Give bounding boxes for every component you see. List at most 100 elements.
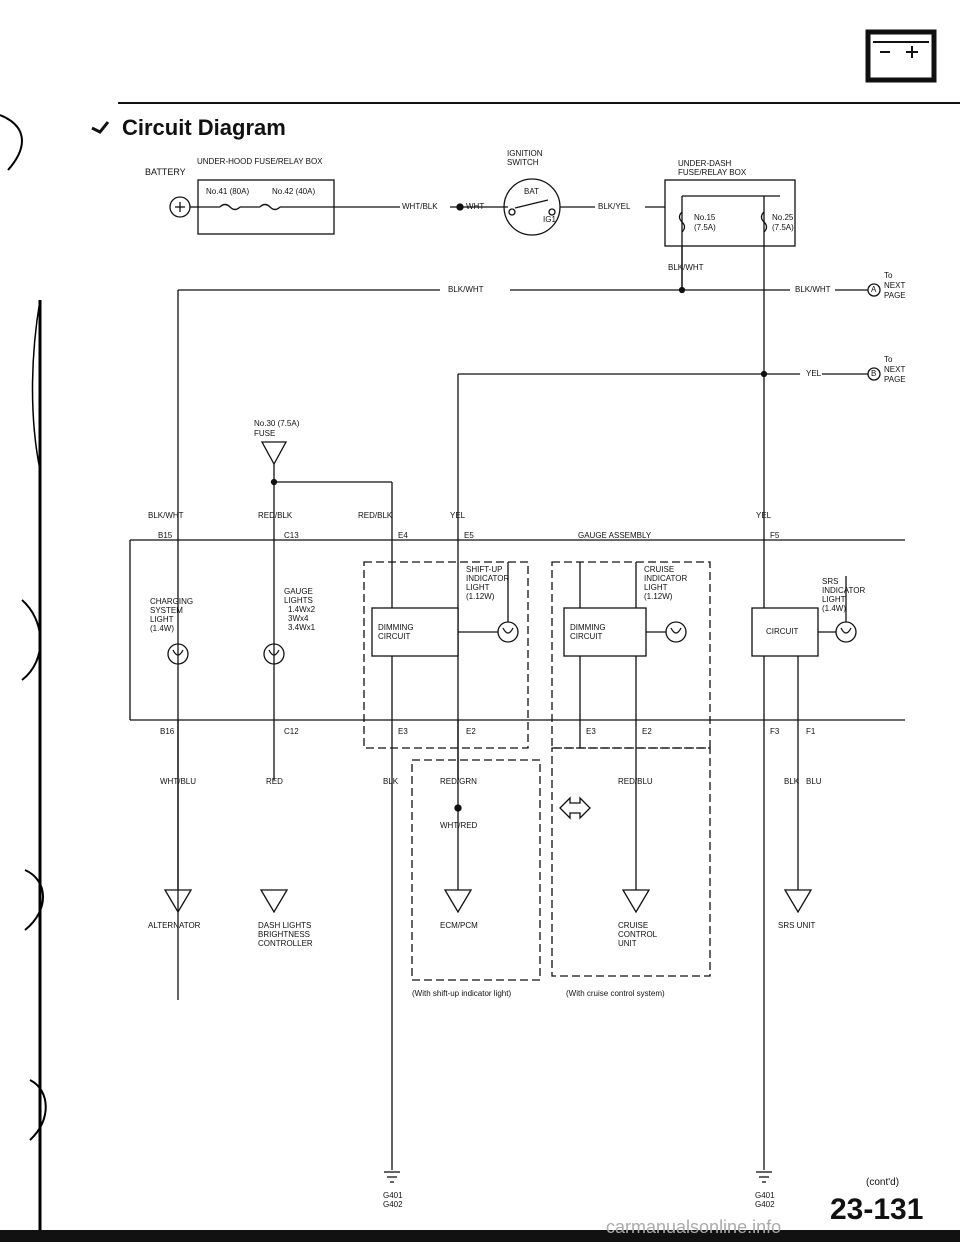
pin-e2-b: E2 bbox=[642, 727, 652, 736]
wire-blkwht-label-right: BLK/WHT bbox=[795, 285, 831, 294]
pin-e5: E5 bbox=[464, 531, 474, 540]
wire-redblk-1: RED/BLK bbox=[258, 511, 293, 520]
binding-edge bbox=[0, 114, 47, 1242]
srs-l3: LIGHT bbox=[822, 595, 846, 604]
cruise-l1: CRUISE bbox=[644, 565, 675, 574]
to-label-a: To bbox=[884, 271, 893, 280]
ignition-label-2: SWITCH bbox=[507, 158, 539, 167]
wire-wht-label: WHT bbox=[466, 202, 485, 211]
srs-l2: INDICATOR bbox=[822, 586, 866, 595]
fuse25-label-b: (7.5A) bbox=[772, 223, 794, 232]
contd-label: (cont'd) bbox=[866, 1177, 900, 1188]
wire-redgrn-label: RED/GRN bbox=[440, 777, 477, 786]
battery-label: BATTERY bbox=[145, 167, 186, 177]
pin-b15: B15 bbox=[158, 531, 173, 540]
dimming-1-l1: DIMMING bbox=[378, 623, 414, 632]
cruise-l4: (1.12W) bbox=[644, 592, 673, 601]
pin-f1: F1 bbox=[806, 727, 816, 736]
wire-whtblk-label: WHT/BLK bbox=[402, 202, 438, 211]
wire-blk-right-label: BLK bbox=[784, 777, 800, 786]
dimming-2-l2: CIRCUIT bbox=[570, 632, 603, 641]
wire-yel-right: YEL bbox=[756, 511, 772, 520]
ground-g402-b: G402 bbox=[755, 1200, 775, 1209]
charging-lamp-icon bbox=[167, 643, 189, 665]
fuse25-label-a: No.25 bbox=[772, 213, 794, 222]
hood-box-label: UNDER-HOOD FUSE/RELAY BOX bbox=[197, 157, 323, 166]
pin-e2-a: E2 bbox=[466, 727, 476, 736]
option-arrow-icon bbox=[559, 796, 591, 820]
charging-l2: SYSTEM bbox=[150, 606, 183, 615]
ignition-label-1: IGNITION bbox=[507, 149, 543, 158]
pin-c12: C12 bbox=[284, 727, 299, 736]
dimming-1-l2: CIRCUIT bbox=[378, 632, 411, 641]
dimming-2-l1: DIMMING bbox=[570, 623, 606, 632]
wire-whtblu-label: WHT/BLU bbox=[160, 777, 196, 786]
dash-box-label-2: FUSE/RELAY BOX bbox=[678, 168, 747, 177]
srs-unit-label: SRS UNIT bbox=[778, 921, 816, 930]
connector-b: B bbox=[871, 369, 877, 378]
fuse41-label: No.41 (80A) bbox=[206, 187, 250, 196]
ground-g401-b: G401 bbox=[755, 1191, 775, 1200]
wire-blkyel-label: BLK/YEL bbox=[598, 202, 631, 211]
pin-e3-b: E3 bbox=[586, 727, 596, 736]
charging-l3: LIGHT bbox=[150, 615, 174, 624]
gauge-lights-l5: 3.4Wx1 bbox=[288, 623, 316, 632]
srs-l1: SRS bbox=[822, 577, 839, 586]
pin-f5: F5 bbox=[770, 531, 780, 540]
wire-red-label: RED bbox=[266, 777, 283, 786]
charging-l1: CHARGING bbox=[150, 597, 194, 606]
wire-blkwht-left: BLK/WHT bbox=[148, 511, 184, 520]
fuse30-icon bbox=[260, 441, 288, 466]
cruise-unit-l2: CONTROL bbox=[618, 930, 658, 939]
cruise-l2: INDICATOR bbox=[644, 574, 688, 583]
watermark: carmanualsonline.info bbox=[606, 1217, 782, 1237]
dash-ctrl-l3: CONTROLLER bbox=[258, 939, 313, 948]
pin-f3: F3 bbox=[770, 727, 780, 736]
pin-e3-a: E3 bbox=[398, 727, 408, 736]
wire-yel-mid: YEL bbox=[450, 511, 466, 520]
ground-g402-a: G402 bbox=[383, 1200, 403, 1209]
cruise-l3: LIGHT bbox=[644, 583, 668, 592]
battery-header-icon bbox=[865, 29, 937, 83]
note-cruise: (With cruise control system) bbox=[566, 989, 665, 998]
fuse15-label-a: No.15 bbox=[694, 213, 716, 222]
page-number: 23-131 bbox=[830, 1193, 924, 1226]
pin-b16: B16 bbox=[160, 727, 175, 736]
fuse30-label-1: No.30 (7.5A) bbox=[254, 419, 300, 428]
fuse30-label-2: FUSE bbox=[254, 429, 276, 438]
shiftup-l1: SHIFT-UP bbox=[466, 565, 503, 574]
fuse15-label-b: (7.5A) bbox=[694, 223, 716, 232]
alternator-label: ALTERNATOR bbox=[148, 921, 201, 930]
srs-circuit-label: CIRCUIT bbox=[766, 627, 799, 636]
cruise-unit-l1: CRUISE bbox=[618, 921, 649, 930]
dash-box-label-1: UNDER-DASH bbox=[678, 159, 732, 168]
note-shiftup: (With shift-up indicator light) bbox=[412, 989, 512, 998]
wire-redblk-2: RED/BLK bbox=[358, 511, 393, 520]
bat-terminal: BAT bbox=[524, 187, 539, 196]
dash-ctrl-l1: DASH LIGHTS bbox=[258, 921, 312, 930]
charging-l4: (1.4W) bbox=[150, 624, 174, 633]
gauge-lights-l4: 3Wx4 bbox=[288, 614, 309, 623]
fuse42-label: No.42 (40A) bbox=[272, 187, 316, 196]
to-label-b: To bbox=[884, 355, 893, 364]
gauge-assembly-label: GAUGE ASSEMBLY bbox=[578, 531, 652, 540]
gauge-lights-l1: GAUGE bbox=[284, 587, 313, 596]
gauge-lights-l3: 1.4Wx2 bbox=[288, 605, 316, 614]
shiftup-l2: INDICATOR bbox=[466, 574, 510, 583]
connector-a: A bbox=[871, 285, 877, 294]
wire-redblu-label: RED/BLU bbox=[618, 777, 653, 786]
srs-l4: (1.4W) bbox=[822, 604, 846, 613]
wire-blk-label: BLK bbox=[383, 777, 399, 786]
gauge-lamp-icon bbox=[263, 643, 285, 665]
pin-e4: E4 bbox=[398, 531, 408, 540]
cruise-unit-l3: UNIT bbox=[618, 939, 637, 948]
ecm-label: ECM/PCM bbox=[440, 921, 478, 930]
wire-yel-label-right: YEL bbox=[806, 369, 822, 378]
next-label-a: NEXT bbox=[884, 281, 906, 290]
ground-g401-a: G401 bbox=[383, 1191, 403, 1200]
dash-ctrl-l2: BRIGHTNESS bbox=[258, 930, 311, 939]
shiftup-l4: (1.12W) bbox=[466, 592, 495, 601]
wire-blu-label: BLU bbox=[806, 777, 822, 786]
page-title: Circuit Diagram bbox=[122, 115, 286, 140]
dash-fuse-box bbox=[664, 179, 796, 247]
